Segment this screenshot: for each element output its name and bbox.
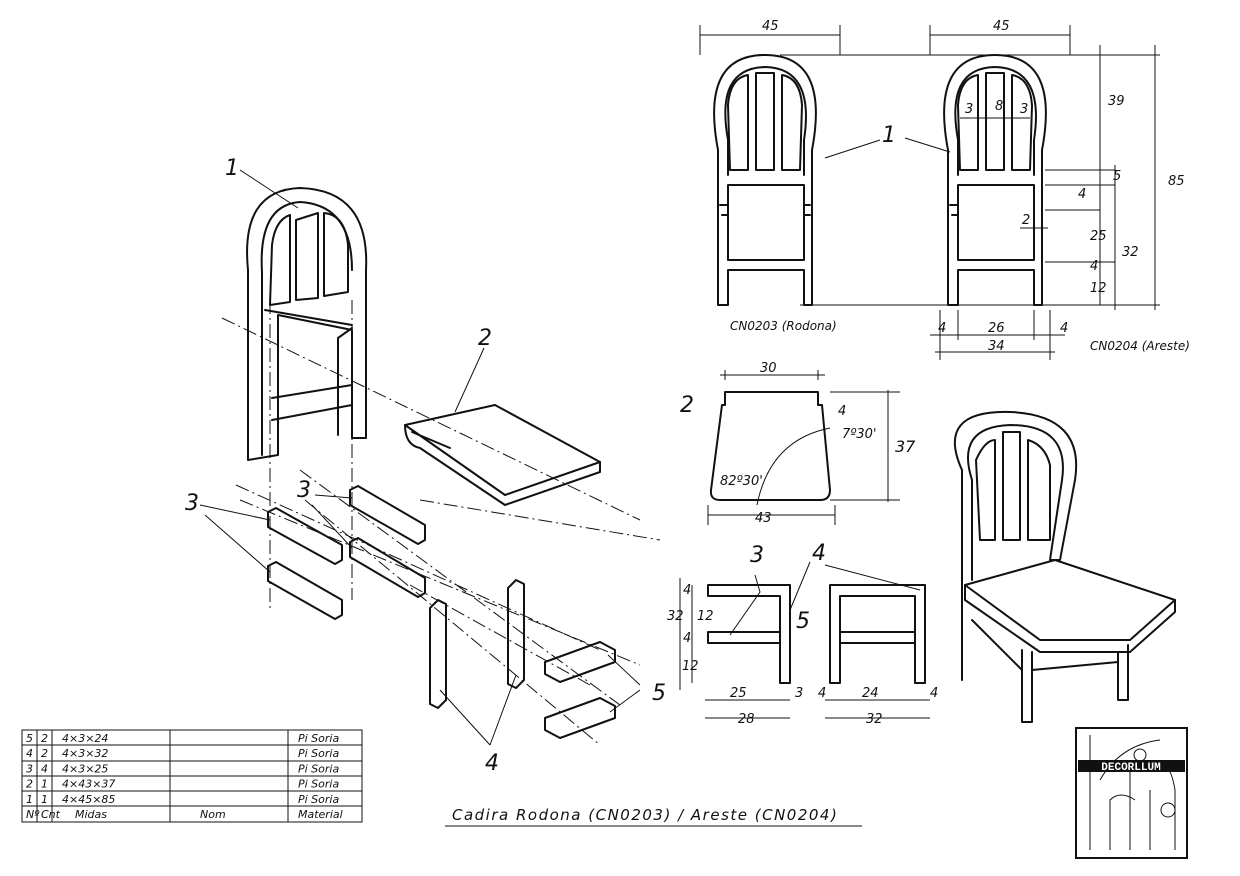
callout-4-side: 4	[812, 541, 826, 566]
callout-2-plan: 2	[680, 393, 694, 418]
dim-side-28: 28	[738, 712, 755, 727]
rails-part-3	[267, 485, 426, 620]
dim-side-12b: 12	[682, 659, 699, 674]
table-cell: 2	[41, 732, 48, 745]
callout-leaders	[199, 169, 641, 746]
dim-seat-height: 32	[1122, 245, 1139, 260]
callout-5-side: 5	[796, 609, 810, 634]
side-views: 32 4 12 4 12 25 3 28 4 24 4 32 3 4 5	[667, 541, 938, 727]
backrest-part-1	[246, 187, 368, 461]
callout-4: 4	[485, 751, 499, 776]
table-header: Cnt	[41, 808, 61, 821]
front-dimensions: 45 45 39 5 4 25 32 4 12 85 3 8 3 2 4 26 …	[730, 19, 1190, 354]
dim-leg-r: 4	[1060, 321, 1068, 336]
table-cell: 1	[41, 778, 48, 791]
dim-slat-r: 3	[1020, 102, 1028, 117]
logo-text: DECORLLUM	[1101, 762, 1161, 774]
label-cn0203: CN0203 (Rodona)	[730, 319, 837, 333]
dim-band: 5	[1113, 169, 1121, 184]
callout-1-front: 1	[882, 123, 896, 148]
exploded-view: 1 2 3 3 4 5	[185, 156, 666, 776]
dim-back-height: 39	[1108, 94, 1125, 109]
dim-leg-l: 4	[938, 321, 946, 336]
dim-side-25: 25	[730, 686, 747, 701]
dim-gap: 25	[1090, 229, 1107, 244]
seat-plan-view: 30 4 7º30' 37 82º30' 43 2	[680, 361, 916, 526]
dim-width-left: 45	[762, 19, 779, 34]
dim-side-32: 32	[667, 609, 684, 624]
table-header: Midas	[75, 808, 107, 821]
table-cell: 4×3×25	[62, 762, 108, 775]
dim-notch: 2	[1022, 213, 1030, 228]
table-cell: 4×3×24	[62, 732, 108, 745]
table-cell: Pi Soria	[298, 762, 339, 775]
dim-side-4a: 4	[683, 583, 691, 598]
dim-seat-bottom: 43	[755, 511, 772, 526]
table-cell: 5	[26, 732, 33, 745]
parts-table	[21, 729, 363, 823]
dim-inner: 26	[988, 321, 1005, 336]
table-cell: 4×3×32	[62, 747, 108, 760]
rails-part-5	[544, 641, 616, 739]
assembly-lines	[221, 300, 661, 746]
dim-side-4b: 4	[683, 631, 691, 646]
dim-small-2: 4	[1090, 259, 1098, 274]
label-cn0204: CN0204 (Areste)	[1090, 339, 1190, 353]
legs-part-4	[429, 579, 525, 709]
front-view-cn0203	[713, 54, 817, 306]
dim-angle-top: 7º30'	[842, 427, 877, 442]
table-cell: Pi Soria	[298, 778, 339, 791]
dim-side-24: 24	[862, 686, 879, 701]
table-header: Nº	[26, 808, 40, 821]
seat-part-2	[404, 404, 601, 506]
dim-side-32b: 32	[866, 712, 883, 727]
table-cell: Pi Soria	[298, 732, 339, 745]
callout-3b: 3	[297, 478, 311, 503]
callout-3: 3	[185, 491, 199, 516]
dim-slat-l: 3	[965, 102, 973, 117]
callout-5: 5	[652, 681, 666, 706]
table-cell: Pi Soria	[298, 793, 339, 806]
table-header: Material	[298, 808, 343, 821]
table-header: Nom	[200, 808, 226, 821]
callout-2: 2	[478, 326, 492, 351]
dim-total: 85	[1168, 174, 1185, 189]
dim-small: 4	[1078, 187, 1086, 202]
dim-side-4d: 4	[930, 686, 938, 701]
table-cell: 2	[26, 778, 33, 791]
dim-angle-bottom: 82º30'	[720, 474, 763, 489]
dim-width-right: 45	[993, 19, 1010, 34]
table-cell: Pi Soria	[298, 747, 339, 760]
dim-side-12a: 12	[697, 609, 714, 624]
callout-1: 1	[225, 156, 239, 181]
dim-side-4c: 4	[818, 686, 826, 701]
dim-leg: 12	[1090, 281, 1107, 296]
callout-3-side: 3	[750, 543, 764, 568]
table-cell: 4	[26, 747, 33, 760]
dim-side-3: 3	[795, 686, 803, 701]
table-cell: 2	[41, 747, 48, 760]
dim-seat-depth: 37	[895, 437, 916, 456]
dim-seat-offset: 4	[838, 404, 846, 419]
table-cell: 4×43×37	[62, 778, 115, 791]
decorllum-logo: DECORLLUM	[1075, 727, 1188, 859]
dim-base: 34	[988, 339, 1005, 354]
dim-slat-mid: 8	[995, 99, 1003, 114]
table-cell: 1	[41, 793, 48, 806]
drawing-title: Cadira Rodona (CN0203) / Areste (CN0204)	[452, 806, 838, 824]
dim-seat-top: 30	[760, 361, 777, 376]
table-cell: 4×45×85	[62, 793, 115, 806]
front-view-cn0204	[699, 25, 1160, 360]
table-cell: 1	[26, 793, 33, 806]
perspective-chair	[953, 410, 1176, 723]
table-cell: 4	[41, 762, 48, 775]
table-cell: 3	[26, 762, 33, 775]
